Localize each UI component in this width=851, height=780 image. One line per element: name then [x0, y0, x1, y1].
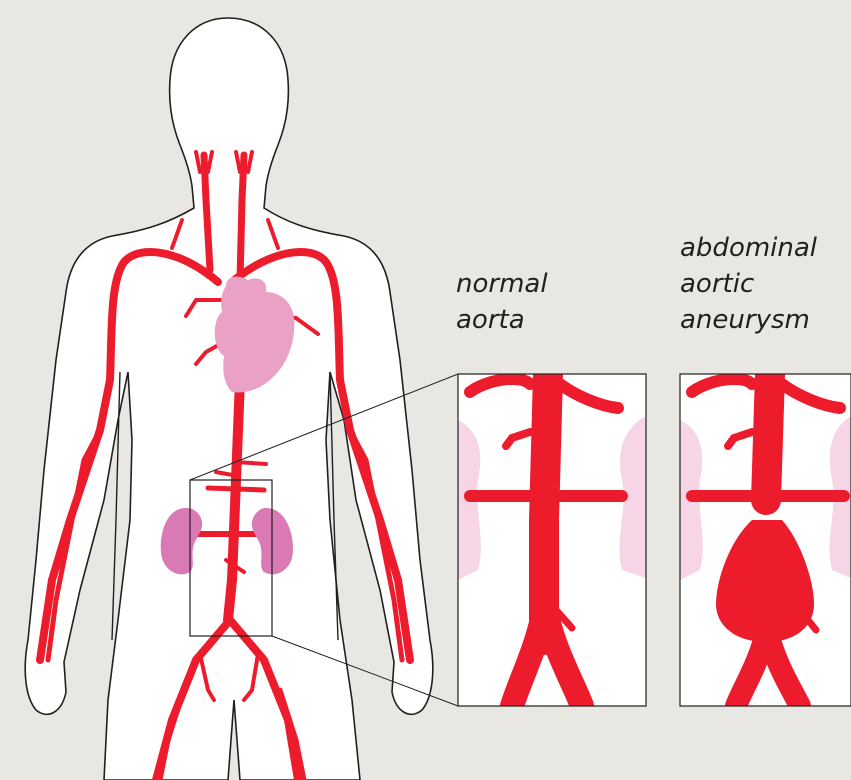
normal-label-line1: normal: [456, 266, 548, 302]
aneurysm-panel: [680, 374, 851, 706]
aneurysm-label-line2: aortic: [680, 266, 817, 302]
body-silhouette: [25, 18, 433, 780]
aneurysm-label-line1: abdominal: [680, 230, 817, 266]
aneurysm-label: abdominal aortic aneurysm: [680, 230, 817, 338]
normal-label-line2: aorta: [456, 302, 548, 338]
normal-aorta-label: normal aorta: [456, 266, 548, 338]
normal-aorta-panel: [458, 374, 646, 706]
aneurysm-label-line3: aneurysm: [680, 302, 817, 338]
